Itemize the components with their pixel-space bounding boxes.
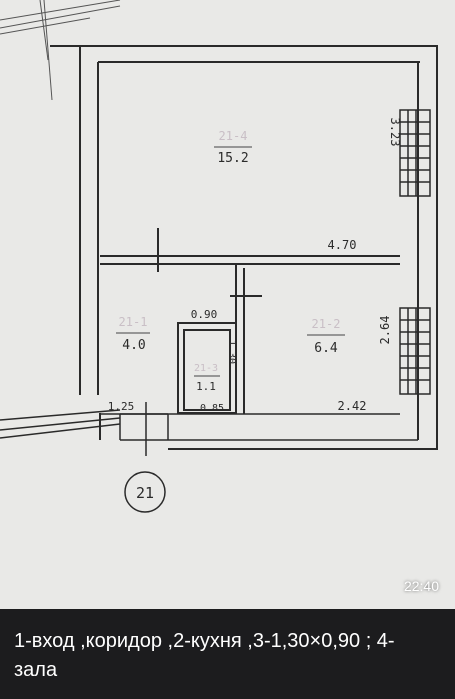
svg-text:21-3: 21-3 [194,363,218,374]
dim-width-entrance: 1.25 [108,400,135,413]
dim-height-closet: 1.30 [226,340,237,364]
floor-plan-drawing: 21 21-4 15.2 21-1 4.0 21-2 6.4 21-3 1.1 … [0,0,438,513]
dim-width-closet-top: 0.90 [191,308,218,321]
room-2-label: 21-2 6.4 [307,317,345,356]
svg-text:21: 21 [136,484,154,502]
room-4-label: 21-4 15.2 [214,129,252,166]
room-3-label: 21-3 1.1 [194,363,220,393]
outer-walls [50,45,438,450]
bottom-wall [100,413,418,441]
partition-wall [100,228,400,272]
stamp: 21 [124,471,166,513]
dim-height-right-lower: 2.64 [378,316,392,345]
svg-text:21-4: 21-4 [219,129,248,143]
window-upper [399,109,431,197]
dim-width-bottom-right: 2.42 [338,399,367,413]
svg-text:1.1: 1.1 [196,380,216,393]
svg-text:15.2: 15.2 [217,151,248,166]
floor-plan-photo: 21 21-4 15.2 21-1 4.0 21-2 6.4 21-3 1.1 … [0,0,455,609]
dim-width-main: 4.70 [328,238,357,252]
closet-walls [177,322,237,414]
svg-text:6.4: 6.4 [314,341,338,356]
window-lower [399,307,431,395]
svg-text:21-1: 21-1 [119,315,148,329]
entrance [0,402,168,456]
room-1-label: 21-1 4.0 [116,315,150,353]
caption-text: 1-вход ,коридор ,2-кухня ,3-1,30×0,90 ; … [14,630,395,681]
message-timestamp: 22:40 [403,578,439,594]
svg-text:4.0: 4.0 [122,338,145,353]
dim-width-closet-bottom: 0.85 [200,403,224,414]
corner-scribble [0,0,121,101]
dim-height-top-right: 3.23 [388,118,402,147]
photo-caption: 1-вход ,коридор ,2-кухня ,3-1,30×0,90 ; … [0,609,455,699]
svg-text:21-2: 21-2 [312,317,341,331]
